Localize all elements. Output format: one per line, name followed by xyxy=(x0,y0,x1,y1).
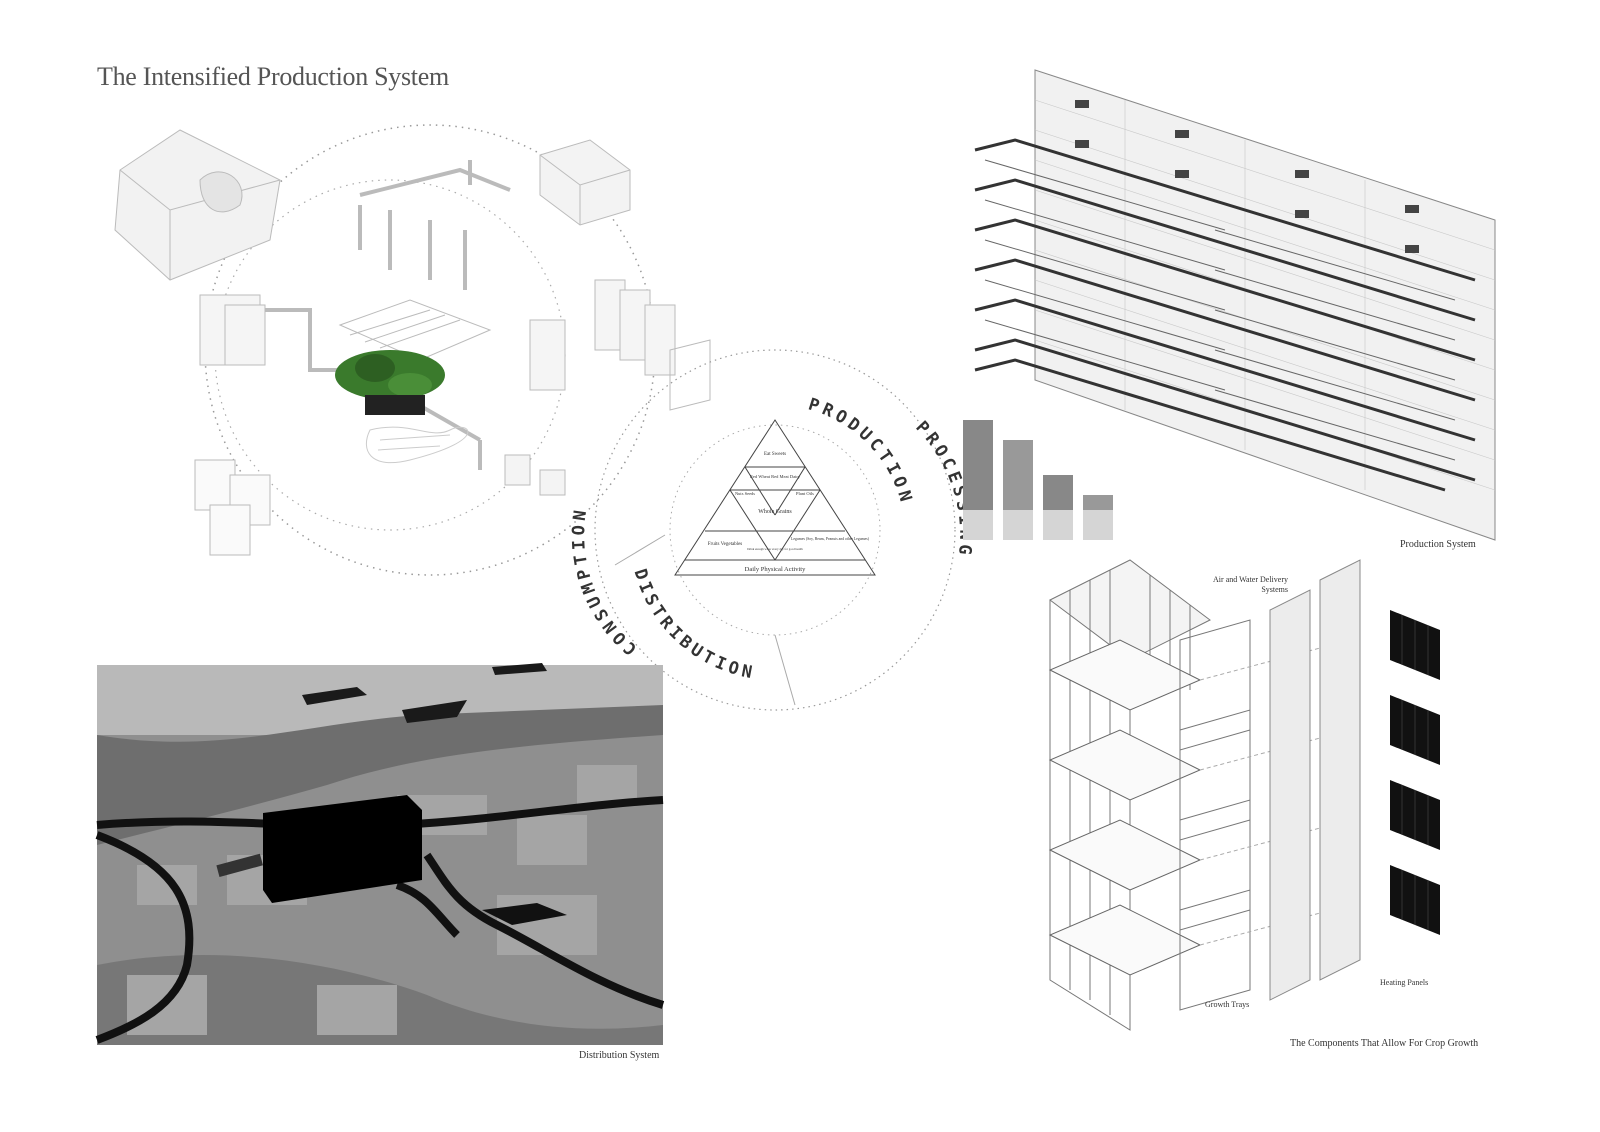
warehouse xyxy=(482,903,567,925)
pyramid-tier3-center: Whole Grains xyxy=(758,509,792,515)
plants-illustration xyxy=(335,350,445,415)
pyramid-tier2-center: Red Wheat Red Meat Dairy xyxy=(750,474,801,479)
growth-shelves xyxy=(974,138,1476,492)
outer-cycle-circle xyxy=(594,349,956,711)
pyramid-tier2-right: Plant Oils xyxy=(796,491,814,496)
system-diagram xyxy=(114,124,711,576)
pyramid-base: Daily Physical Activity xyxy=(745,566,806,573)
ac-units xyxy=(504,454,566,496)
food-cycle-ring: Eat Sweets Red Wheat Red Meat Dairy Nuts… xyxy=(569,349,971,711)
inner-cycle-circle xyxy=(669,424,881,636)
sculpture-block-illustration xyxy=(114,129,281,281)
floor-coils xyxy=(365,426,469,464)
food-pyramid xyxy=(674,419,876,576)
page-title: The Intensified Production System xyxy=(97,62,449,91)
stage-production: PRODUCTION xyxy=(806,395,917,508)
distribution-aerial xyxy=(95,663,665,1045)
production-system-drawing xyxy=(963,69,1496,541)
vertical-farm-building xyxy=(263,795,422,903)
generator-illustration xyxy=(539,139,631,226)
pyramid-tier4-left: Fruits Vegetables xyxy=(708,542,743,547)
soil-bags xyxy=(194,459,271,556)
plant-growth-stages xyxy=(963,420,1113,540)
caption-distribution-system: Distribution System xyxy=(579,1050,660,1061)
pyramid-top: Eat Sweets xyxy=(764,452,786,457)
components-axonometric xyxy=(1048,559,1440,1031)
stage-consumption: CONSUMPTION xyxy=(569,505,641,659)
label-growth-trays: Growth Trays xyxy=(1205,1000,1250,1009)
pyramid-tier4-center: Drink enough water every day for good he… xyxy=(747,547,803,551)
label-heating-panels: Heating Panels xyxy=(1380,978,1429,987)
label-air-water: Air and Water Delivery Systems xyxy=(1213,575,1288,594)
train xyxy=(216,853,263,877)
ships xyxy=(302,663,547,723)
caption-components: The Components That Allow For Crop Growt… xyxy=(1290,1038,1479,1049)
grow-frame xyxy=(338,299,492,361)
caption-production-system: Production System xyxy=(1400,539,1476,550)
pyramid-tier2-left: Nuts Seeds xyxy=(735,491,755,496)
tanks-illustration xyxy=(199,279,676,391)
pyramid-tier4-right: Legumes (Soy, Beans, Peanuts and other L… xyxy=(791,537,870,542)
shelf-rack xyxy=(669,339,711,411)
